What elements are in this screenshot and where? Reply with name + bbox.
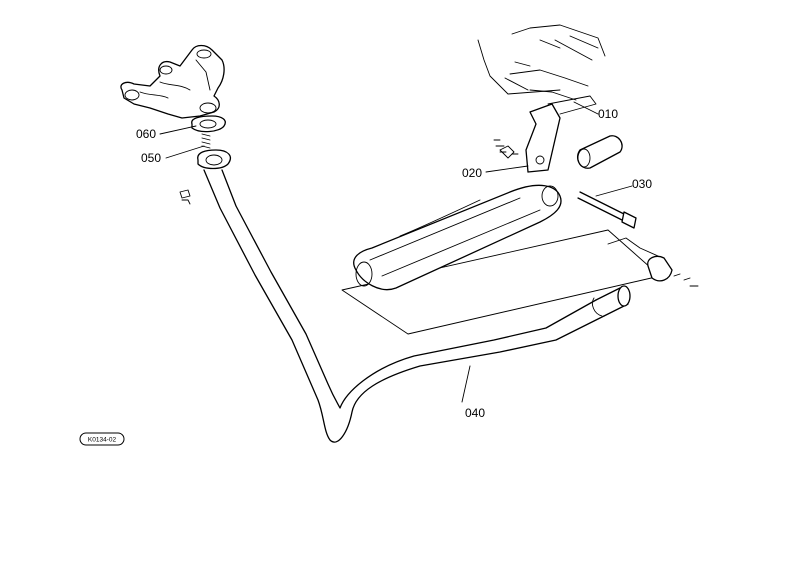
bracket-020 <box>499 95 597 173</box>
diagram-code-badge: K0134-02 <box>79 432 125 446</box>
exhaust-pipe-040 <box>203 169 631 443</box>
hanger-right <box>607 237 699 287</box>
nut-left <box>179 189 191 205</box>
label-060: 060 <box>136 127 156 141</box>
bolt-030 <box>577 191 637 229</box>
label-030: 030 <box>632 177 652 191</box>
muffler <box>353 184 562 291</box>
exhaust-manifold <box>120 44 225 119</box>
label-040: 040 <box>465 406 485 420</box>
engine-block <box>477 24 606 101</box>
label-050: 050 <box>141 151 161 165</box>
diagram-code: K0134-02 <box>88 437 117 444</box>
label-010: 010 <box>598 107 618 121</box>
pipe-flange <box>197 149 231 170</box>
gasket-060 <box>191 115 226 133</box>
clamp-010 <box>576 135 623 169</box>
leader-lines <box>159 101 633 403</box>
label-020: 020 <box>462 166 482 180</box>
spring-050 <box>201 133 211 149</box>
fastener-020 <box>493 139 519 155</box>
